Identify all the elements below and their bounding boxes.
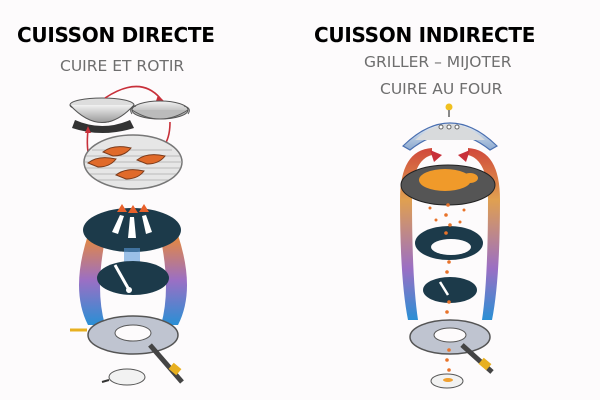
grill-grate-with-steaks <box>83 134 183 190</box>
gas-burner-ring <box>70 315 184 384</box>
indirect-cooking-subtitle-1: GRILLER – MIJOTER <box>364 53 512 71</box>
igniter <box>101 368 146 386</box>
wok-icon <box>69 97 135 133</box>
direct-cooking-subtitle: CUIRE ET ROTIR <box>60 57 185 75</box>
small-diffuser-plate-right <box>423 277 477 303</box>
heat-diffuser-plate <box>79 204 187 325</box>
indirect-cooking-title: CUISSON INDIRECTE <box>314 23 536 47</box>
ring-plate <box>415 226 483 260</box>
igniter-right <box>430 373 464 389</box>
red-arrow-icon <box>104 85 161 99</box>
small-diffuser-plate <box>97 261 169 295</box>
grease-drips <box>428 203 466 372</box>
indirect-cooking-subtitle-2: CUIRE AU FOUR <box>380 80 503 98</box>
direct-cooking-title: CUISSON DIRECTE <box>17 23 215 47</box>
gas-burner-ring-right <box>409 319 494 374</box>
dome-lid <box>402 103 498 151</box>
paella-pan-icon <box>130 100 190 120</box>
grill-with-roast-chicken <box>400 164 496 206</box>
